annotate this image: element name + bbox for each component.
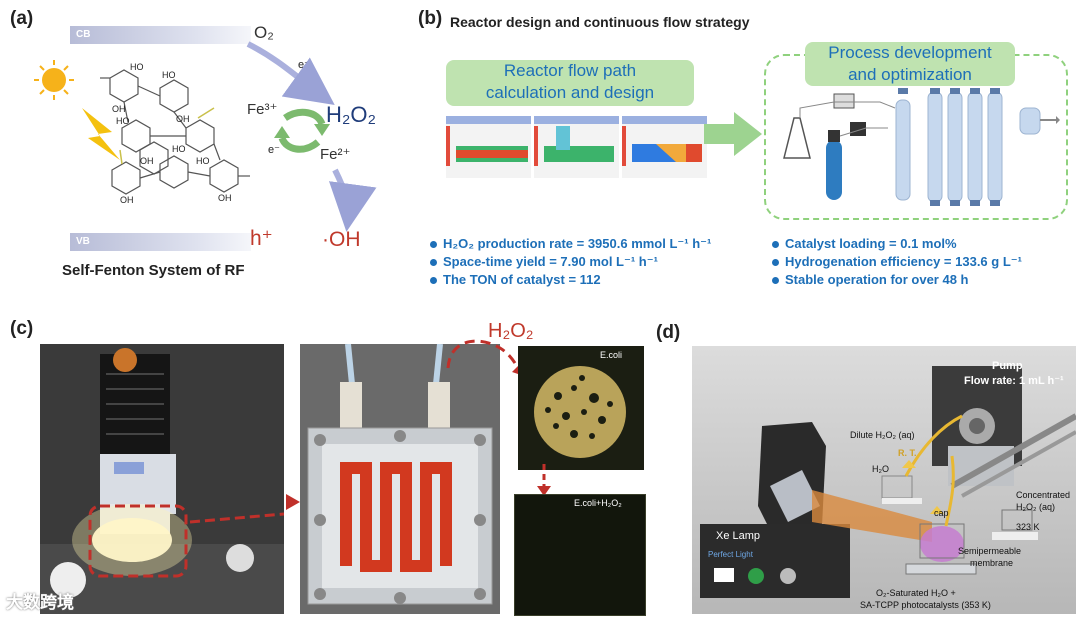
- process-line-2: and optimization: [848, 65, 972, 84]
- vb-band: VB: [70, 233, 251, 251]
- cb-band: CB: [70, 26, 251, 44]
- mol-label: HO: [162, 70, 176, 80]
- h2o-label: H₂O: [872, 464, 889, 474]
- sun-icon: [34, 60, 74, 100]
- hole-label: h⁺: [250, 227, 273, 250]
- stat-text: Hydrogenation efficiency = 133.6 g L⁻¹: [785, 254, 1022, 269]
- flow-setup-schematic: [783, 88, 1060, 206]
- stat-text: The TON of catalyst = 112: [443, 272, 601, 287]
- ecoli-h2o2-photo: [514, 494, 646, 616]
- stat-text: Space-time yield = 7.90 mol L⁻¹ h⁻¹: [443, 254, 658, 269]
- stat-row: Stable operation for over 48 h: [772, 272, 1022, 290]
- lightning-icon: [82, 108, 120, 160]
- process-box: Process development and optimization: [805, 42, 1015, 86]
- stat-row: Hydrogenation efficiency = 133.6 g L⁻¹: [772, 254, 1022, 272]
- flow-path-line-2: calculation and design: [485, 83, 655, 102]
- stat-row: The TON of catalyst = 112: [430, 272, 711, 290]
- mol-label: HO: [196, 156, 210, 166]
- ecoli-h2o2-label: E.coli+H₂O₂: [574, 498, 622, 508]
- mol-label: HO: [116, 116, 130, 126]
- catalysts-label: SA-TCPP photocatalysts (353 K): [860, 600, 991, 610]
- right-arrow-icon: [704, 112, 762, 156]
- h2o2-arrow-label: H₂O₂: [488, 320, 534, 342]
- stat-text: Catalyst loading = 0.1 mol%: [785, 236, 957, 251]
- process-line-1: Process development: [828, 43, 992, 62]
- down-arrow-icon: [537, 464, 551, 496]
- concentrated-h2o2-label: H₂O₂ (aq): [1016, 502, 1055, 512]
- cfd-simulations: [446, 116, 708, 198]
- mol-label: HO: [172, 144, 186, 154]
- rt-label: R. T.: [898, 448, 917, 458]
- arrow-icon: [286, 494, 300, 510]
- stat-row: H₂O₂ production rate = 3950.6 mmol L⁻¹ h…: [430, 236, 711, 254]
- flow-rate-label: Flow rate: 1 mL h⁻¹: [964, 375, 1064, 387]
- mol-label: OH: [120, 195, 134, 205]
- mol-label: OH: [140, 156, 154, 166]
- stats-left: H₂O₂ production rate = 3950.6 mmol L⁻¹ h…: [430, 236, 711, 290]
- perfect-light-label: Perfect Light: [708, 550, 753, 559]
- ecoli-label: E.coli: [600, 350, 623, 360]
- device-photo: [40, 344, 284, 614]
- stat-text: Stable operation for over 48 h: [785, 272, 969, 287]
- panel-c-label: (c): [10, 318, 34, 339]
- xe-lamp-label: Xe Lamp: [716, 530, 761, 542]
- pump-label: Pump: [992, 360, 1023, 372]
- hydroxyl-radical-label: ·OH: [322, 228, 361, 251]
- panel-b-label: (b): [418, 8, 443, 29]
- panel-a-caption: Self-Fenton System of RF: [62, 262, 245, 279]
- mol-label: OH: [218, 193, 232, 203]
- panel-a-diagram: [34, 41, 377, 232]
- fe2-label: Fe²⁺: [320, 146, 351, 163]
- panel-b-title: Reactor design and continuous flow strat…: [450, 14, 750, 30]
- panel-a-label: (a): [10, 8, 34, 29]
- stat-row: Catalyst loading = 0.1 mol%: [772, 236, 1022, 254]
- concentrated-label: Concentrated: [1016, 490, 1071, 500]
- gas-cylinder-icon: [826, 140, 842, 200]
- stat-row: Space-time yield = 7.90 mol L⁻¹ h⁻¹: [430, 254, 711, 272]
- h2o2-label: H₂O₂: [326, 102, 377, 127]
- membrane-label-2: membrane: [970, 558, 1014, 568]
- temp-323k-label: 323 K: [1016, 522, 1040, 532]
- fe3-label: Fe³⁺: [247, 101, 278, 118]
- flask-icon: [783, 117, 811, 159]
- electron-label-2: e⁻: [268, 144, 280, 156]
- o2-saturated-label: O₂-Saturated H₂O +: [876, 588, 956, 598]
- panel-d-label: (d): [656, 322, 681, 343]
- ecoli-photo: [518, 346, 644, 470]
- mol-label: OH: [112, 104, 126, 114]
- flow-path-box: Reactor flow path calculation and design: [446, 60, 694, 106]
- mol-label: HO: [130, 62, 144, 72]
- dilute-label: Dilute H₂O₂ (aq): [850, 430, 915, 440]
- pump-box-icon: [833, 93, 855, 109]
- watermark: 大数跨境: [6, 593, 74, 612]
- reactor-photo: [300, 344, 500, 614]
- stats-right: Catalyst loading = 0.1 mol% Hydrogenatio…: [772, 236, 1022, 290]
- stat-text: H₂O₂ production rate = 3950.6 mmol L⁻¹ h…: [443, 236, 712, 251]
- o2-label: O₂: [254, 23, 274, 42]
- cap-label: cap: [934, 508, 949, 518]
- mol-label: OH: [176, 114, 190, 124]
- setup-illustration: [692, 346, 1078, 614]
- rf-molecule-structure: [100, 69, 250, 195]
- flow-path-line-1: Reactor flow path: [503, 61, 637, 80]
- membrane-label-1: Semipermeable: [958, 546, 1022, 556]
